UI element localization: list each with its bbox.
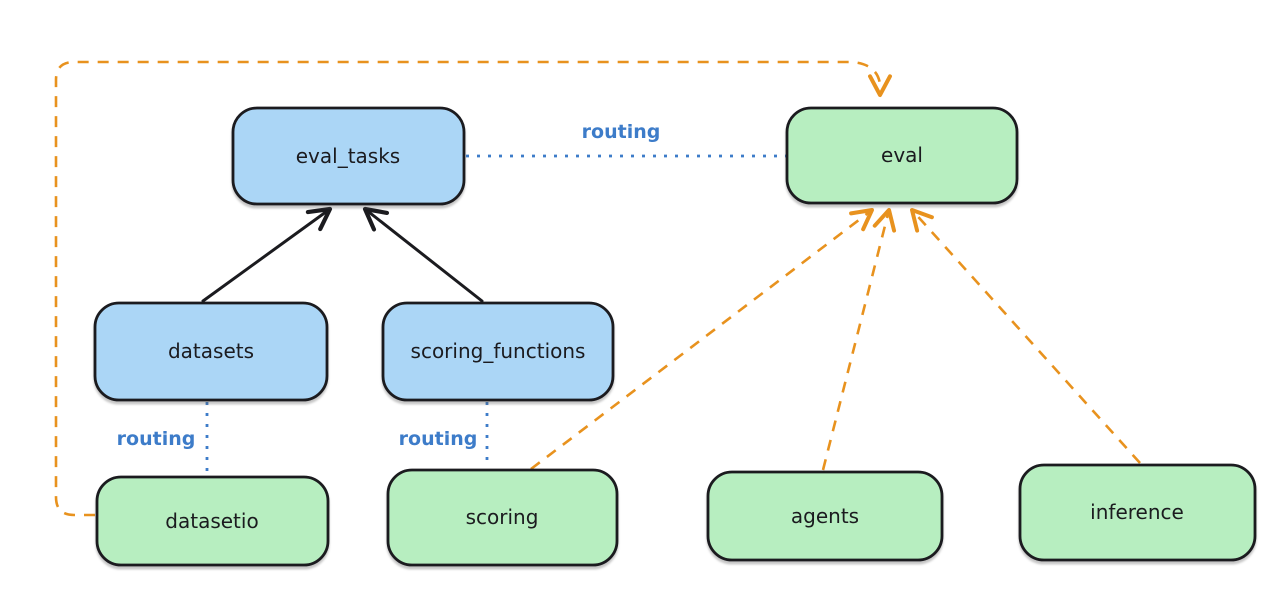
edge-label-routing-scoring-functions-scoring: routing [399,428,478,450]
node-datasets-box [93,301,329,402]
node-scoring-functions-box [381,301,615,402]
node-scoring-box [386,468,619,567]
node-eval-box [785,106,1019,205]
edge-scoring-functions-to-eval-tasks [362,206,484,303]
node-agents-label: agents [791,504,859,528]
node-datasetio-label: datasetio [165,509,258,533]
edge-datasets-to-eval-tasks [201,206,333,303]
node-datasetio-box [95,475,330,567]
node-eval-label: eval [881,143,923,167]
edge-label-routing-eval-tasks-eval: routing [582,121,661,143]
node-datasets-label: datasets [168,339,254,363]
edge-datasetio-to-eval-loop [54,60,892,517]
node-agents-box [706,470,944,562]
node-inference-label: inference [1090,500,1184,524]
edge-label-routing-datasets-datasetio: routing [117,428,196,450]
node-scoring-label: scoring [466,505,539,529]
node-eval-tasks-box [231,106,466,206]
edge-inference-to-eval [910,208,1141,464]
node-eval-tasks-label: eval_tasks [296,144,400,168]
node-inference-box [1018,463,1257,562]
edge-agents-to-eval [821,208,897,471]
node-scoring-functions-label: scoring_functions [411,339,586,363]
